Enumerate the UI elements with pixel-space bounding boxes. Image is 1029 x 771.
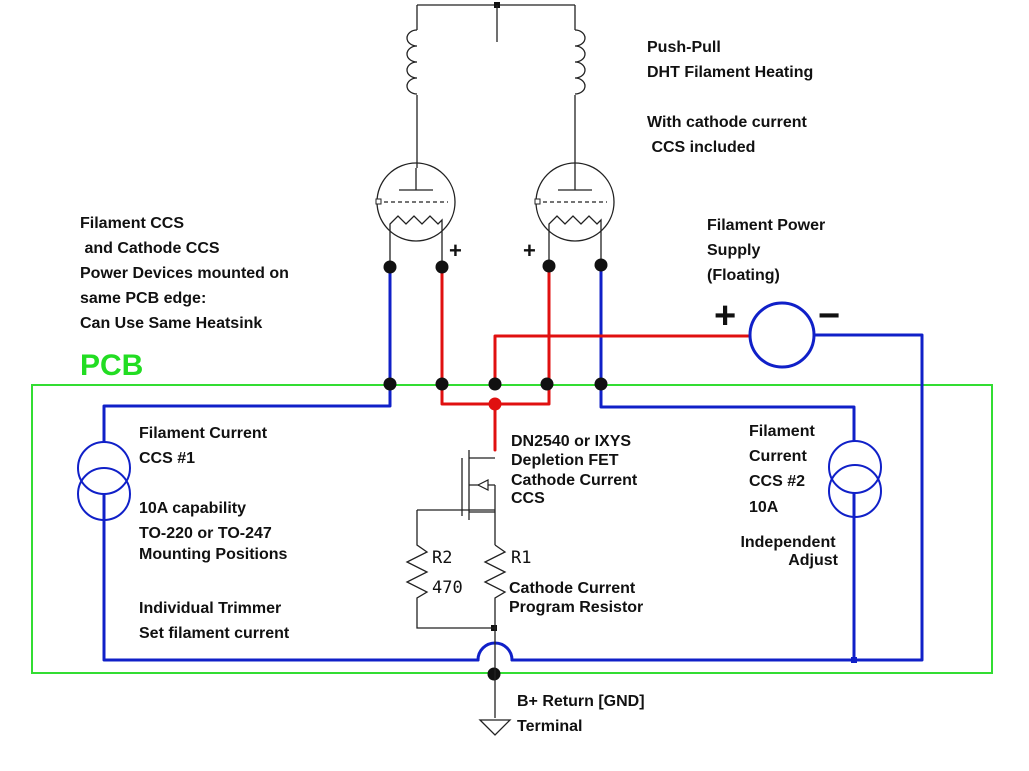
tube1-plus: + [449,238,462,263]
filament-power-label: Filament Power Supply (Floating) [707,217,830,284]
transformer-winding-icon [406,2,586,168]
ccs2-adjust: Independent Adjust [740,534,840,569]
push-pull-label: Push-Pull DHT Filament Heating [647,39,813,81]
r1-description: Cathode Current Program Resistor [509,580,643,616]
r2-value: 470 [432,578,463,598]
voltage-source-icon [748,301,816,369]
junction-dots [383,258,857,681]
triode-tube-icon [375,162,456,242]
ccs-included-label: With cathode current CCS included [0,0,829,156]
ccs1-label: Filament Current CCS #1 [139,425,271,467]
ccs2-label: Filament Current CCS #2 10A [749,423,819,516]
r1-name: R1 [511,548,531,568]
resistor-icon [483,544,507,628]
ground-icon [478,719,512,736]
triode-tube-icon [534,162,615,242]
filament-ccs-note: Filament CCS and Cathode CCS Power Devic… [0,0,311,332]
supply-minus: − [818,295,840,337]
pcb-label: PCB [80,349,143,382]
current-source-icon [828,440,882,518]
ground-label: B+ Return [GND] Terminal [517,693,649,735]
fet-label: DN2540 or IXYS Depletion FET Cathode Cur… [511,433,642,507]
resistor-icon [405,510,495,629]
current-source-icon [77,441,131,521]
pcb-outline [31,384,993,674]
ccs1-specs: 10A capability TO-220 or TO-247 Mounting… [139,500,288,563]
tube2-plus: + [523,238,536,263]
supply-plus: + [714,295,736,337]
wire-red [440,265,752,452]
mosfet-icon [417,450,496,545]
r2-name: R2 [432,548,452,568]
ccs1-trimmer: Individual Trimmer Set filament current [139,600,290,642]
wire-blue [102,265,924,662]
